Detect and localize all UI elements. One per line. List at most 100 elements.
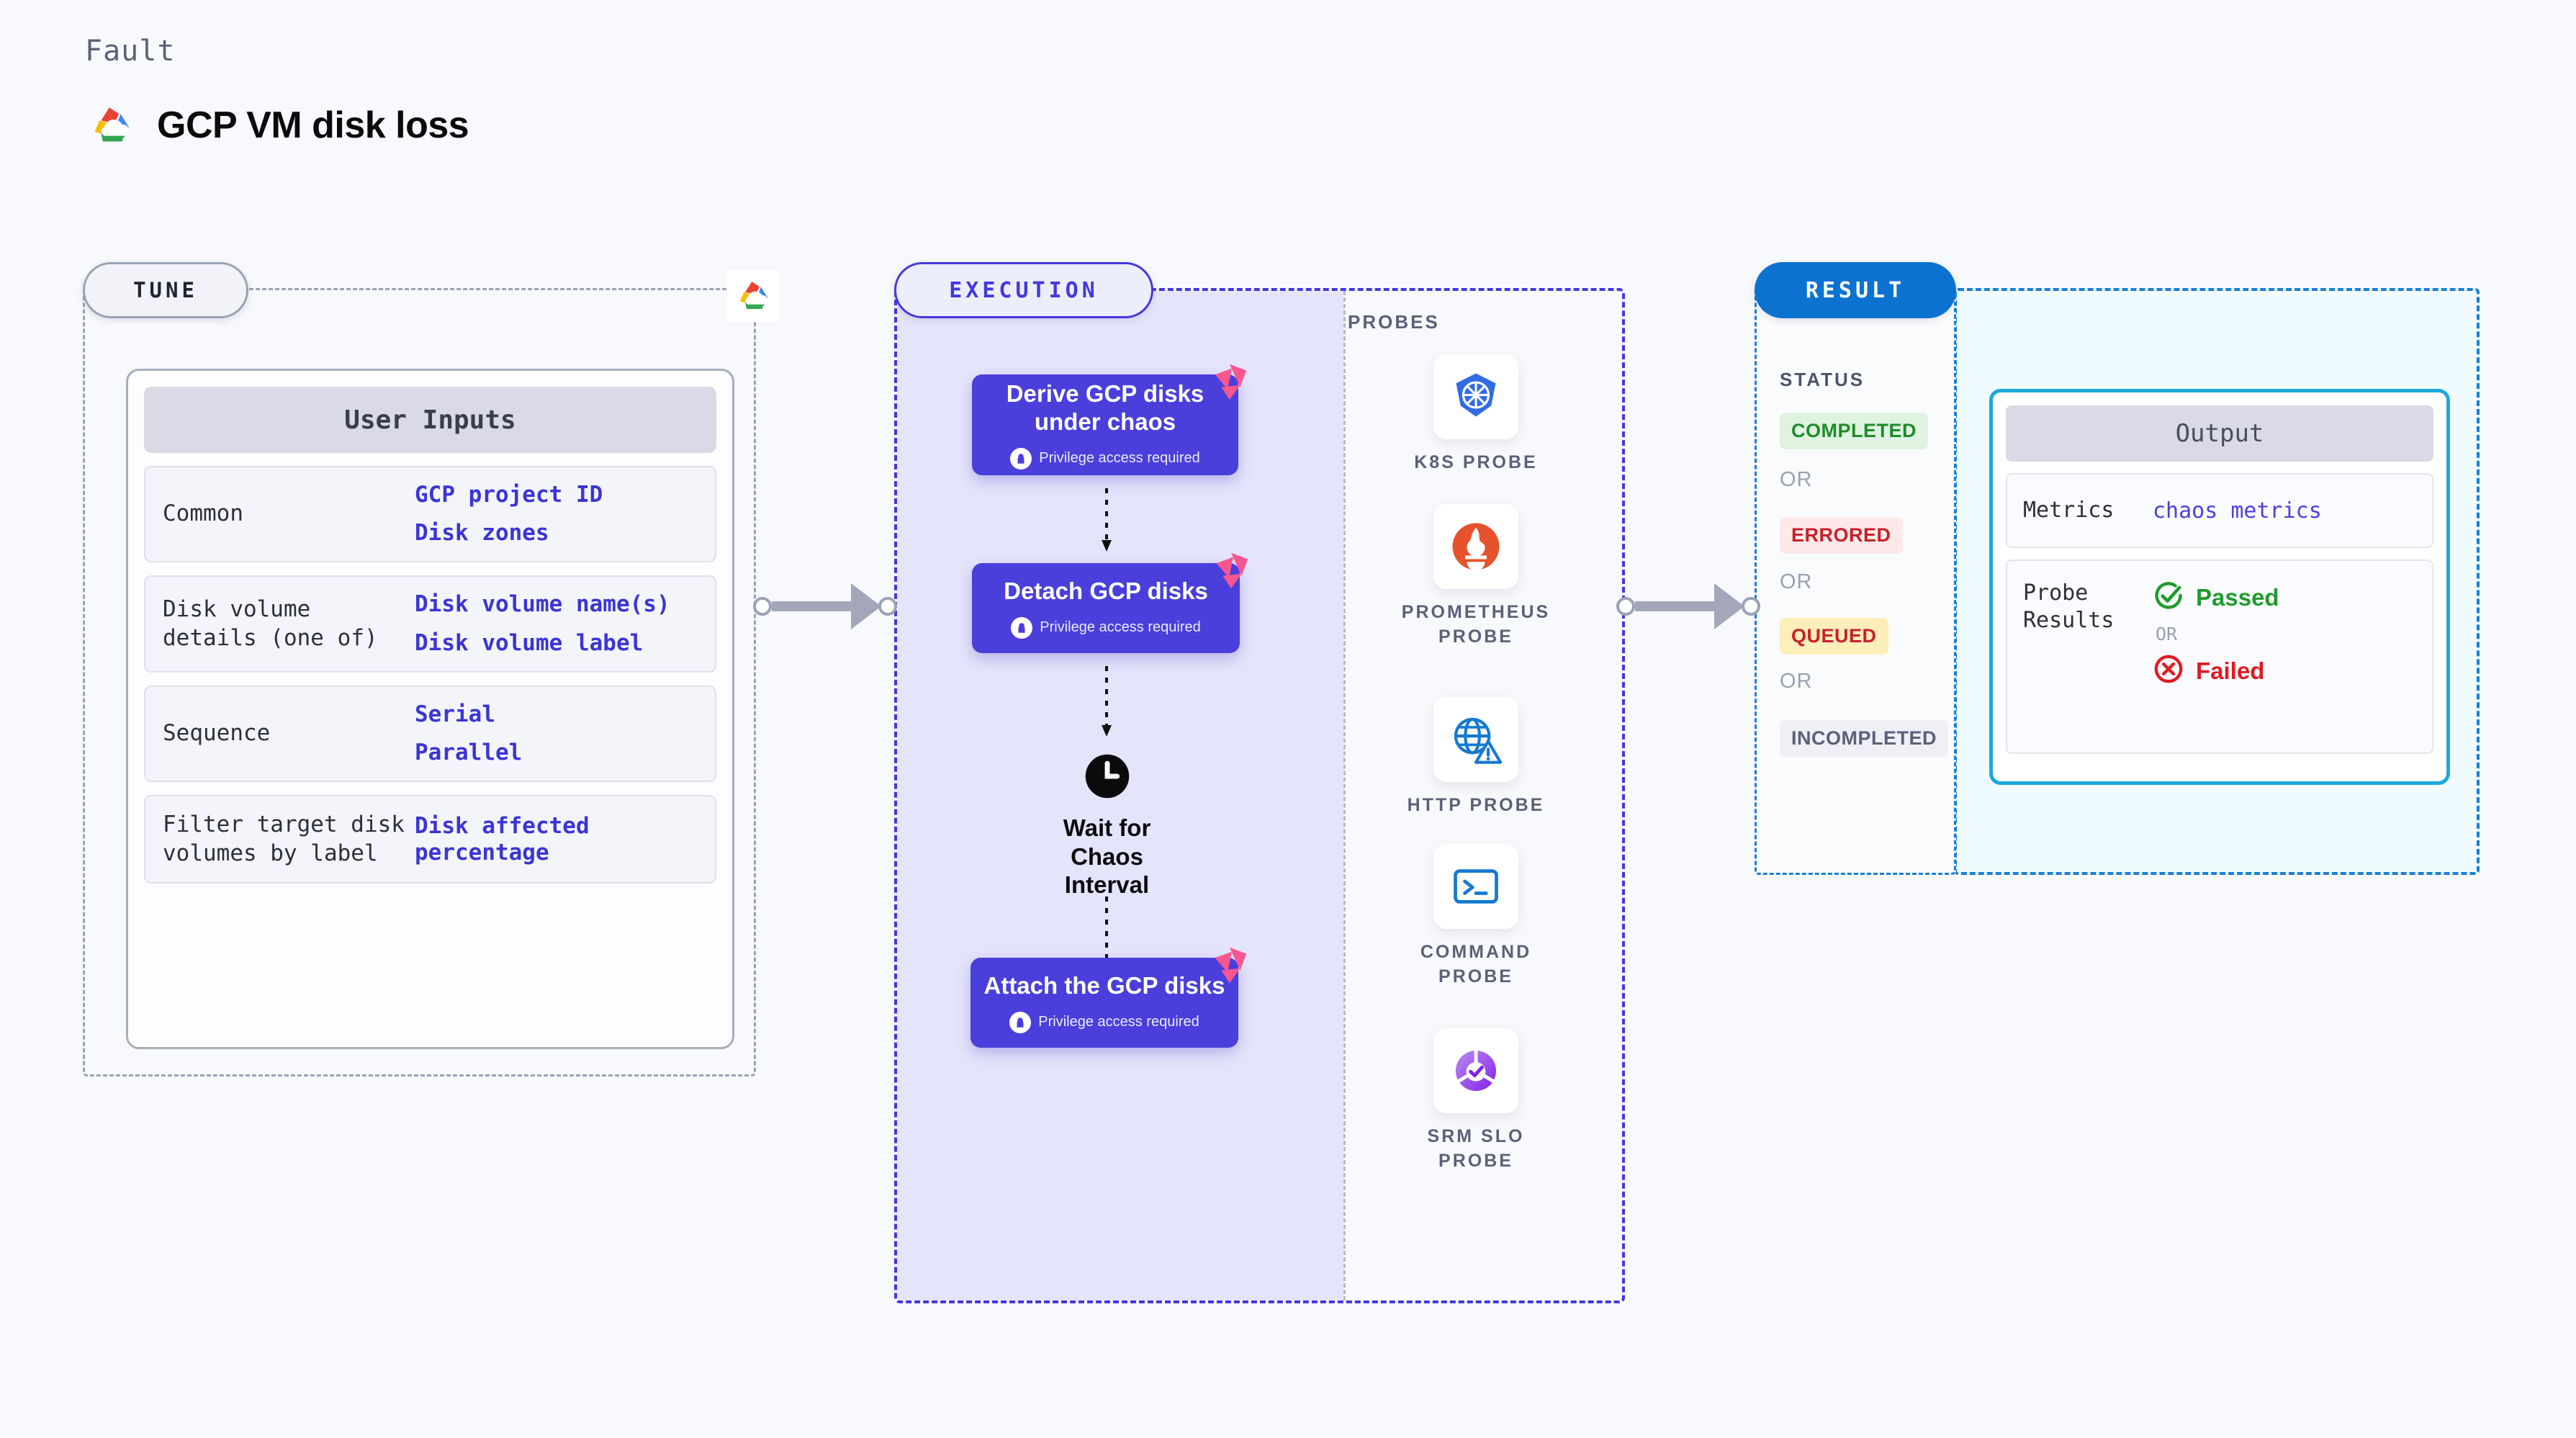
output-row-metrics: Metrics chaos metrics: [2006, 473, 2433, 548]
input-value[interactable]: Disk affected percentage: [415, 812, 590, 866]
execution-step-wait-for-chaos-interval: Wait for Chaos Interval: [1037, 752, 1177, 899]
connector-bar: [1635, 601, 1714, 611]
probe-item-http[interactable]: HTTP PROBE: [1393, 697, 1559, 818]
connector-tune-to-execution: [753, 583, 897, 629]
step-title: Derive GCP disks under chaos: [1006, 380, 1204, 435]
connector-arrowhead: [1714, 583, 1744, 629]
flow-arrow: [1099, 488, 1114, 557]
user-inputs-title: User Inputs: [144, 387, 716, 453]
lock-icon: [1011, 616, 1033, 639]
input-row-label: Sequence: [163, 720, 271, 747]
step-privilege: Privilege access required: [1011, 616, 1201, 639]
probe-label: COMMAND PROBE: [1420, 942, 1532, 987]
user-inputs-card: User Inputs Common GCP project ID Disk z…: [126, 369, 734, 1049]
input-row-values: GCP project ID Disk zones: [415, 482, 603, 547]
result-status-panel: [1755, 288, 1956, 875]
probe-label: HTTP PROBE: [1407, 795, 1545, 815]
probe-item-command[interactable]: COMMAND PROBE: [1393, 844, 1559, 989]
x-circle-icon: [2153, 653, 2184, 688]
title-row: GCP VM disk loss: [85, 99, 469, 151]
harness-ribbon-icon: [1215, 364, 1247, 400]
probe-result-passed: Passed: [2153, 580, 2279, 615]
probe-item-prometheus[interactable]: PROMETHEUS PROBE: [1393, 504, 1559, 650]
kubernetes-icon: [1433, 354, 1518, 439]
input-value[interactable]: GCP project ID: [415, 482, 603, 508]
lock-icon: [1010, 447, 1032, 469]
step-title: Attach the GCP disks: [983, 972, 1225, 999]
input-value[interactable]: Serial: [415, 701, 495, 727]
clock-icon: [1084, 752, 1131, 804]
harness-ribbon-icon: [1216, 552, 1248, 589]
status-badge-completed: COMPLETED: [1780, 413, 1929, 449]
output-title: Output: [2006, 405, 2433, 462]
connector-dot: [1742, 597, 1760, 616]
tune-pill-label: TUNE: [83, 262, 248, 318]
input-row-values: Disk affected percentage: [415, 813, 698, 866]
input-value[interactable]: Disk zones: [415, 520, 549, 547]
status-badge-incompleted: INCOMPLETED: [1780, 720, 1949, 757]
output-metrics-value[interactable]: chaos metrics: [2153, 498, 2322, 523]
execution-step-detach-gcp-disks[interactable]: Detach GCP disks Privilege access requir…: [972, 552, 1248, 653]
output-row-probe-results: Probe Results Passed OR: [2006, 560, 2433, 754]
terminal-icon: [1433, 844, 1518, 929]
check-circle-icon: [2153, 580, 2184, 615]
gcp-cloud-icon: [727, 270, 779, 322]
status-or-label: OR: [1780, 468, 1813, 491]
connector-execution-to-result: [1616, 583, 1760, 629]
harness-ribbon-icon: [1215, 947, 1247, 984]
probe-result-failed-label: Failed: [2196, 657, 2265, 684]
connector-arrowhead: [851, 583, 881, 629]
input-row-sequence: Sequence Serial Parallel: [144, 685, 716, 783]
execution-step-derive-gcp-disks[interactable]: Derive GCP disks under chaos Privilege a…: [972, 364, 1247, 475]
status-or-label: OR: [1780, 670, 1813, 693]
input-value[interactable]: Disk volume name(s): [415, 591, 670, 618]
globe-warning-icon: [1433, 697, 1518, 782]
connector-dot: [878, 597, 897, 616]
flow-arrow: [1099, 666, 1114, 742]
lock-icon: [1009, 1011, 1032, 1033]
probe-result-or-label: OR: [2156, 624, 2178, 644]
step-title: Wait for Chaos Interval: [1063, 814, 1151, 899]
input-row-filter-target: Filter target disk volumes by label Disk…: [144, 795, 716, 884]
step-privilege-text: Privilege access required: [1039, 450, 1200, 467]
input-row-label: Filter target disk volumes by label: [163, 812, 405, 866]
result-pill-label: RESULT: [1755, 262, 1956, 318]
srm-slo-icon: [1433, 1028, 1518, 1113]
page-header: Fault GCP VM disk loss: [85, 35, 469, 151]
probe-item-srm-slo[interactable]: SRM SLO PROBE: [1393, 1028, 1559, 1174]
step-title: Detach GCP disks: [1004, 578, 1208, 605]
output-card: Output Metrics chaos metrics Probe Resul…: [1989, 389, 2450, 785]
status-badge-queued: QUEUED: [1780, 618, 1888, 655]
eyebrow-label: Fault: [85, 35, 176, 68]
step-privilege: Privilege access required: [1009, 1011, 1199, 1033]
probe-result-failed: Failed: [2153, 653, 2279, 688]
step-privilege-text: Privilege access required: [1038, 1014, 1199, 1030]
input-row-disk-volume-details: Disk volume details (one of) Disk volume…: [144, 575, 716, 673]
input-value[interactable]: Disk volume label: [415, 629, 644, 656]
status-section-label: STATUS: [1780, 369, 1865, 390]
connector-bar: [772, 601, 851, 611]
status-or-label: OR: [1780, 570, 1813, 593]
status-badge-errored: ERRORED: [1780, 517, 1903, 554]
connector-dot: [1616, 597, 1635, 616]
input-row-label: Disk volume details (one of): [163, 596, 378, 651]
step-privilege-text: Privilege access required: [1040, 619, 1201, 636]
input-row-label: Common: [163, 500, 243, 527]
input-row-values: Serial Parallel: [415, 701, 522, 766]
execution-probes-divider: [1343, 291, 1346, 1300]
probe-result-values: Passed OR Failed: [2153, 580, 2279, 688]
input-row-values: Disk volume name(s) Disk volume label: [415, 591, 670, 656]
step-privilege: Privilege access required: [1010, 447, 1200, 469]
connector-dot: [753, 597, 772, 616]
page-title: GCP VM disk loss: [157, 104, 469, 146]
input-value[interactable]: Parallel: [415, 739, 523, 765]
prometheus-icon: [1433, 504, 1518, 589]
probe-result-passed-label: Passed: [2196, 583, 2279, 611]
probe-item-k8s[interactable]: K8S PROBE: [1393, 354, 1559, 475]
probes-section-label: PROBES: [1348, 311, 1440, 333]
execution-step-attach-gcp-disks[interactable]: Attach the GCP disks Privilege access re…: [970, 947, 1247, 1048]
probe-label: K8S PROBE: [1414, 452, 1538, 472]
input-row-common: Common GCP project ID Disk zones: [144, 466, 716, 563]
output-row-label: Metrics: [2023, 498, 2115, 523]
execution-pill-label: EXECUTION: [894, 262, 1153, 318]
